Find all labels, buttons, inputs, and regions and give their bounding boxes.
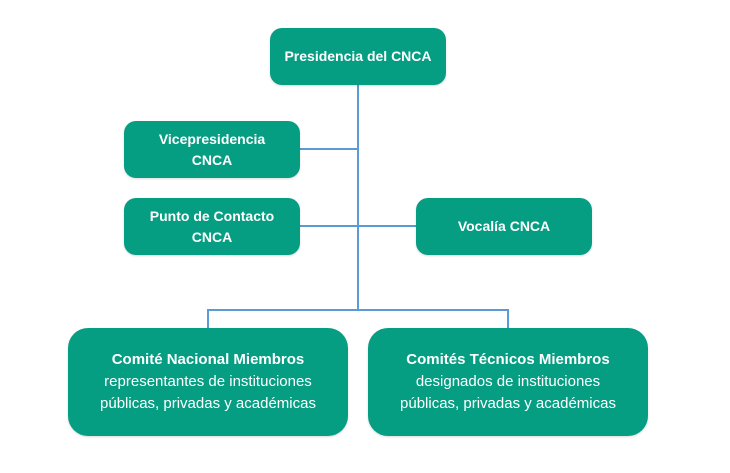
node-title-line1: Vicepresidencia [158,130,266,147]
node-title-line2: CNCA [191,228,233,245]
node-presidencia: Presidencia del CNCA [270,28,446,85]
node-subtitle-line1: designados de instituciones [415,373,601,390]
node-title-line2: CNCA [191,151,233,168]
node-subtitle-line2: públicas, privadas y académicas [400,395,616,412]
node-title: Presidencia del CNCA [284,48,432,64]
node-vocalia: Vocalía CNCA [416,198,592,255]
node-punto-contacto: Punto de Contacto CNCA [124,198,300,255]
node-comites-tecnicos: Comités Técnicos Miembros designados de … [368,328,648,436]
node-title: Vocalía CNCA [457,218,551,234]
node-subtitle-line2: públicas, privadas y académicas [100,395,316,412]
node-subtitle-line1: representantes de instituciones [104,373,312,390]
node-title-line1: Punto de Contacto [149,207,275,224]
node-vicepresidencia: Vicepresidencia CNCA [124,121,300,178]
node-title: Comité Nacional Miembros [111,351,305,368]
node-comite-nacional: Comité Nacional Miembros representantes … [68,328,348,436]
node-title: Comités Técnicos Miembros [406,351,610,368]
